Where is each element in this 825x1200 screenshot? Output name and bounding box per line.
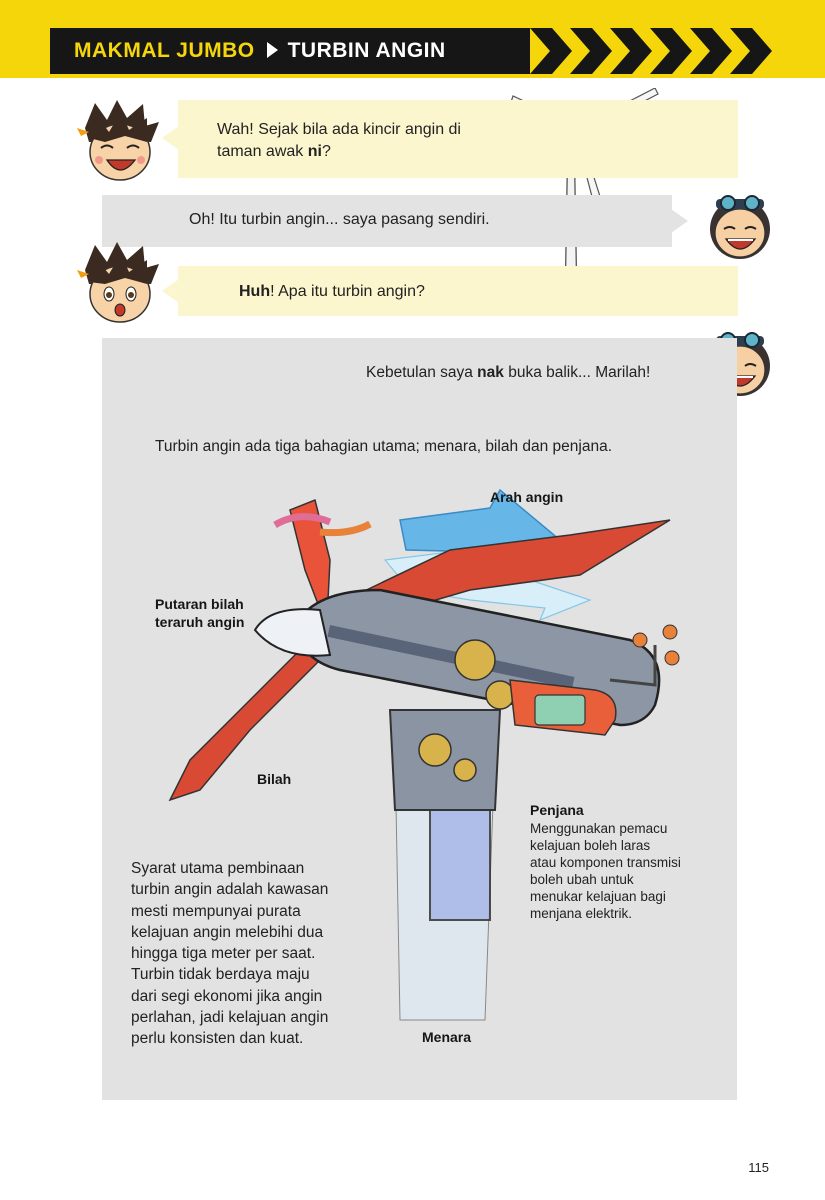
bubble-1-line-2: taman awak <box>217 143 308 160</box>
generator-desc-line: Menggunakan pemacu <box>530 821 668 836</box>
goggles-boy-avatar <box>710 195 770 259</box>
chevron-stripes <box>500 28 772 74</box>
speech-bubble-3: Huh! Apa itu turbin angin? <box>162 266 738 316</box>
intro-text: Turbin angin ada tiga bahagian utama; me… <box>155 438 613 455</box>
bubble-3-text: ! Apa itu turbin angin? <box>270 283 425 300</box>
boy-avatar-surprised <box>77 242 159 323</box>
generator-desc-line: boleh ubah untuk <box>530 872 634 887</box>
label-tower: Menara <box>422 1029 472 1045</box>
generator-desc-line: menjana elektrik. <box>530 906 633 921</box>
body-line: perlahan, jadi kelajuan angin <box>131 1009 329 1027</box>
body-line: Syarat utama pembinaan <box>131 860 305 877</box>
label-blade-rotation: Putaran bilah teraruh angin <box>155 595 244 631</box>
label-wind-direction: Arah angin <box>490 489 564 505</box>
bubble-1-end: ? <box>321 143 331 160</box>
header-bar <box>50 28 530 74</box>
speech-bubble-2: Oh! Itu turbin angin... saya pasang send… <box>102 195 688 247</box>
bubble-1-line-1: Wah! Sejak bila ada kincir angin di <box>217 121 461 138</box>
bubble-4-post: buka balik... Marilah! <box>503 364 651 381</box>
body-line: hingga tiga meter per saat. <box>131 945 316 963</box>
label-rotation-line-2: teraruh angin <box>155 614 245 630</box>
chapter-title: TURBIN ANGIN <box>287 39 446 62</box>
body-line: perlu konsisten dan kuat. <box>131 1030 304 1048</box>
play-arrow-icon <box>266 42 278 58</box>
page-number: 115 <box>748 1160 769 1175</box>
turbine-cutaway-diagram <box>168 488 680 1021</box>
body-line: turbin angin adalah kawasan <box>131 881 329 899</box>
bubble-1-bold: ni <box>307 143 322 160</box>
body-line: dari segi ekonomi jika angin <box>131 987 323 1005</box>
body-line: mesti mempunyai purata <box>131 902 301 920</box>
generator-desc-line: atau komponen transmisi <box>530 855 681 870</box>
generator-desc-line: kelajuan boleh laras <box>530 838 651 853</box>
body-paragraph: Syarat utama pembinaan turbin angin adal… <box>131 858 328 1050</box>
bubble-4-pre: Kebetulan saya <box>366 364 478 381</box>
body-line: kelajuan angin melebihi dua <box>131 923 324 941</box>
body-line: Turbin tidak berdaya maju <box>131 966 310 984</box>
bubble-4-bold: nak <box>477 364 504 381</box>
label-rotation-line-1: Putaran bilah <box>155 596 244 612</box>
bubble-2-text: Oh! Itu turbin angin... saya pasang send… <box>189 211 490 228</box>
header-title: MAKMAL JUMBO TURBIN ANGIN <box>74 39 446 63</box>
speech-bubble-1: Wah! Sejak bila ada kincir angin di tama… <box>162 100 738 178</box>
generator-description: Menggunakan pemacu kelajuan boleh laras … <box>530 820 681 922</box>
series-title: MAKMAL JUMBO <box>74 39 255 62</box>
label-blade: Bilah <box>257 771 292 787</box>
label-generator: Penjana <box>530 802 584 818</box>
bubble-4-text: Kebetulan saya nak buka balik... Marilah… <box>366 362 650 383</box>
boy-avatar-laughing <box>77 100 159 181</box>
bubble-3-bold: Huh <box>239 283 271 300</box>
generator-desc-line: menukar kelajuan bagi <box>530 889 666 904</box>
